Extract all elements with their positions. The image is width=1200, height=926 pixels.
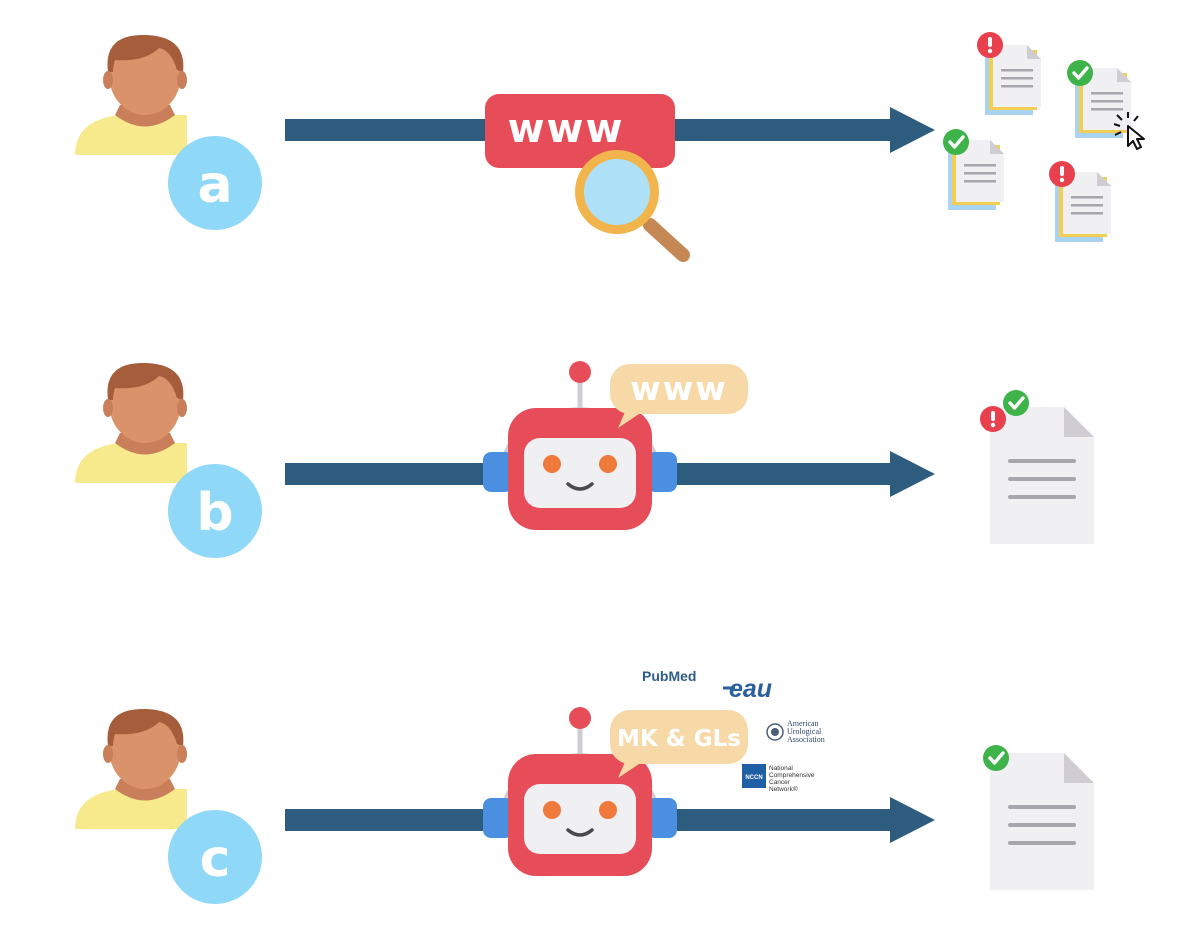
bubble-text-c: MK & GLs — [617, 726, 741, 752]
cursor-click-icon — [1113, 112, 1145, 150]
row-c: c MK & GLs PubMed eau American Urologica… — [75, 668, 1094, 904]
svg-text:Network®: Network® — [769, 785, 798, 793]
person-icon-b — [75, 362, 187, 483]
svg-text:NCCN: NCCN — [745, 775, 762, 781]
magnifier-icon — [575, 150, 690, 262]
label-circle-b — [168, 464, 262, 558]
row-b: b www — [75, 361, 1094, 558]
row-a: a www — [75, 32, 1145, 262]
svg-text:Urological: Urological — [787, 727, 822, 736]
www-text: www — [508, 106, 625, 152]
alert-icon-a1 — [977, 32, 1003, 58]
label-c: c — [200, 829, 231, 889]
check-icon-a3 — [941, 127, 971, 157]
alert-icon-a4 — [1049, 161, 1075, 187]
speech-bubble-c — [610, 710, 748, 778]
document-icon-b — [990, 407, 1094, 544]
svg-text:Cancer: Cancer — [769, 779, 791, 786]
check-icon-b — [1001, 388, 1031, 418]
person-icon-c — [75, 708, 187, 829]
svg-text:National: National — [769, 765, 793, 772]
check-icon-c — [981, 743, 1011, 773]
label-circle-c — [168, 810, 262, 904]
eau-logo: eau — [729, 675, 772, 703]
label-a: a — [197, 155, 232, 215]
label-circle-a — [168, 136, 262, 230]
bubble-text-b: www — [630, 369, 727, 408]
www-box — [485, 94, 675, 168]
svg-text:American: American — [787, 719, 819, 728]
svg-text:Comprehensive: Comprehensive — [769, 772, 815, 779]
svg-text:Association: Association — [787, 735, 825, 744]
label-b: b — [196, 483, 233, 543]
document-icon-c — [990, 753, 1094, 890]
check-icon-a2 — [1065, 58, 1095, 88]
alert-icon-b — [980, 406, 1006, 432]
person-icon-a — [75, 34, 187, 155]
aua-logo: American Urological Association — [766, 719, 825, 744]
speech-bubble-b — [610, 364, 748, 428]
nccn-logo: NCCN National Comprehensive Cancer Netwo… — [742, 764, 815, 793]
pubmed-logo: PubMed — [642, 668, 696, 684]
